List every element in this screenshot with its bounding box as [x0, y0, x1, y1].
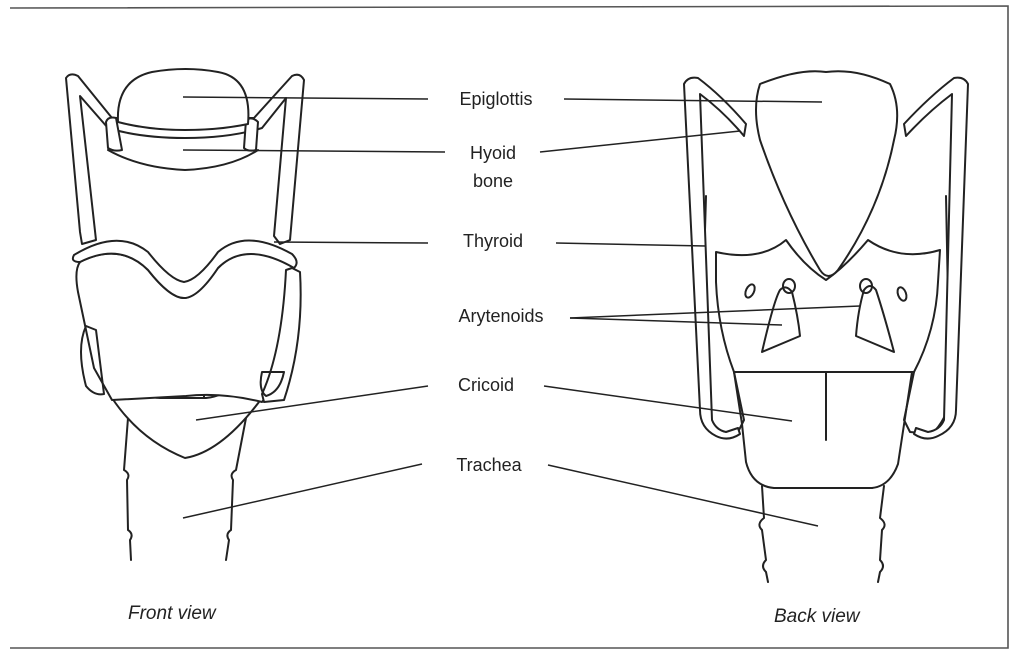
label-epiglottis: Epiglottis [436, 86, 556, 114]
label-hyoid-bone: Hyoid bone [452, 140, 534, 196]
back-trachea [759, 486, 884, 582]
label-arytenoids: Arytenoids [436, 303, 566, 331]
leader-trachea-front [183, 464, 422, 518]
front-view-drawing [66, 69, 304, 560]
label-trachea: Trachea [436, 452, 542, 480]
caption-front-view: Front view [128, 603, 216, 625]
front-epiglottis [118, 69, 249, 130]
label-hyoid-line2: bone [452, 168, 534, 196]
leader-thyroid-front [274, 242, 428, 243]
caption-back-view: Back view [774, 606, 860, 628]
leader-thyroid-back [556, 243, 706, 246]
label-cricoid: Cricoid [436, 372, 536, 400]
leader-hyoid-back [540, 131, 740, 152]
label-thyroid: Thyroid [436, 228, 550, 256]
front-thyroid [73, 240, 301, 402]
leader-hyoid-front [183, 150, 445, 152]
label-hyoid-line1: Hyoid [452, 140, 534, 168]
